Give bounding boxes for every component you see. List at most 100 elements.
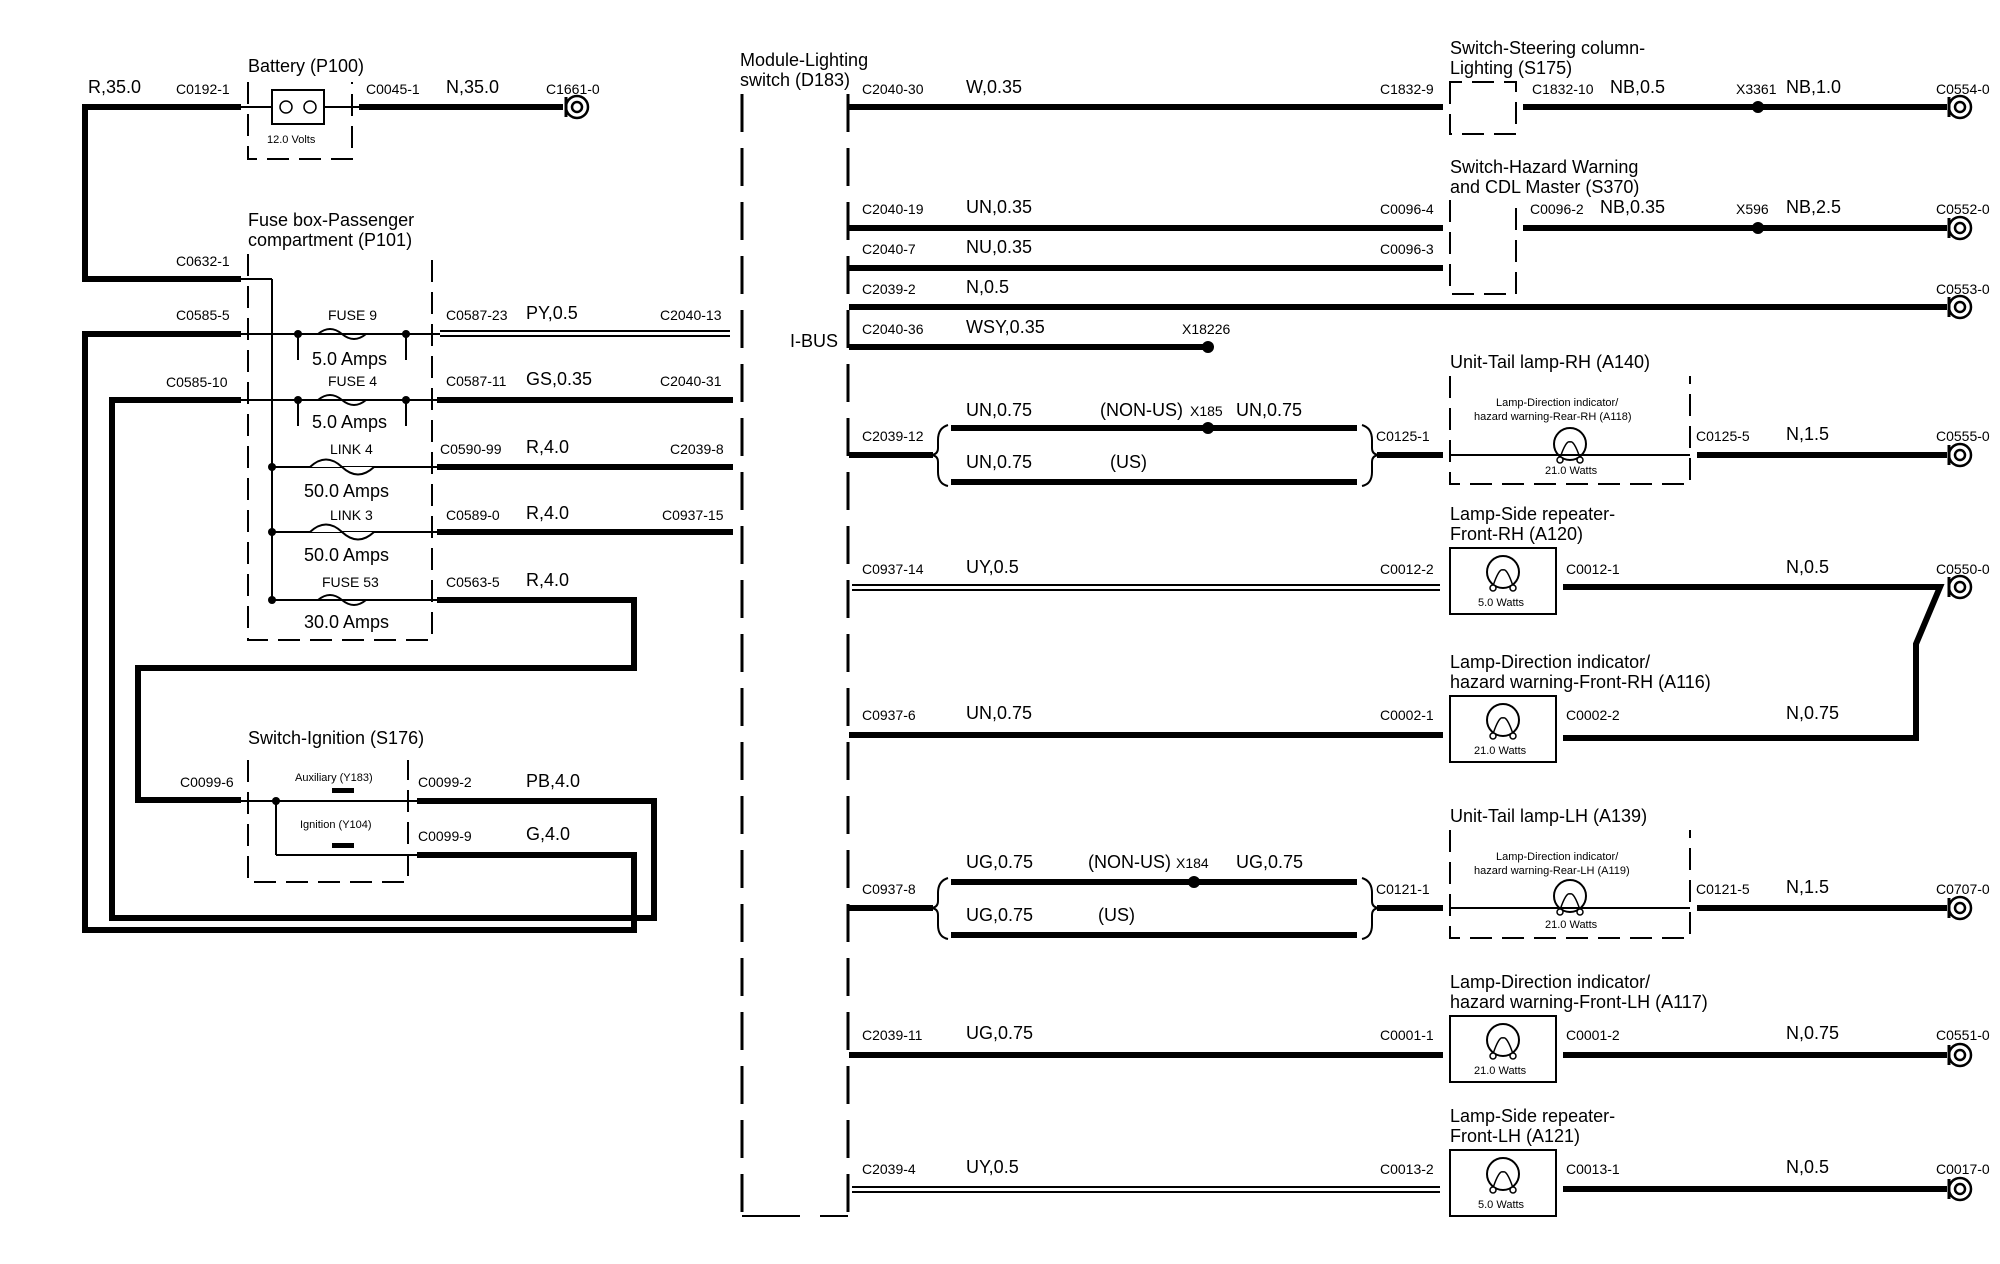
side-rep-lh-name2: Front-LH (A121) — [1450, 1126, 1580, 1146]
splice-dot — [1752, 101, 1764, 113]
battery-terminal-icon — [279, 100, 293, 114]
dir-front-lh-out-wire: N,0.75 — [1786, 1023, 1839, 1043]
tail-rh-out-wire: N,1.5 — [1786, 424, 1829, 444]
fuse-box-input-label: C0585-5 — [176, 307, 230, 323]
ignition-out1-connector: C0099-2 — [418, 774, 472, 790]
side-rep-lh-name1: Lamp-Side repeater- — [1450, 1106, 1615, 1126]
dir-front-rh-name2: hazard warning-Front-RH (A116) — [1450, 672, 1711, 692]
dir-front-rh-section: Lamp-Direction indicator/ hazard warning… — [849, 652, 1839, 763]
side-rep-lh-out-wire: N,0.5 — [1786, 1157, 1829, 1177]
dir-front-lh-section: Lamp-Direction indicator/ hazard warning… — [849, 972, 1990, 1083]
steering-in-conn: C1832-9 — [1380, 81, 1434, 97]
battery-section: R,35.0 C0192-1 Battery (P100) 12.0 Volts… — [82, 56, 600, 282]
link-3-name: LINK 3 — [330, 507, 373, 523]
ignition-out2-connector: C0099-9 — [418, 828, 472, 844]
steering-switch-box — [1449, 81, 1517, 135]
fuse-9-rating: 5.0 Amps — [312, 349, 387, 369]
module-section: Module-Lighting switch (D183) I-BUS — [740, 50, 868, 1217]
tail-rh-wire-b: UN,0.75 — [1236, 400, 1302, 420]
battery-name-label: Battery (P100) — [248, 56, 364, 76]
side-rep-rh-name2: Front-RH (A120) — [1450, 524, 1583, 544]
brace-icon — [929, 877, 949, 940]
tail-rh-splice: X185 — [1190, 403, 1223, 419]
tail-rh-box — [1449, 376, 1691, 485]
splice-dot — [1752, 222, 1764, 234]
dir-front-lh-ground: C0551-0 — [1936, 1027, 1990, 1043]
battery-terminal-icon — [303, 100, 317, 114]
hazard-switch-box — [1449, 200, 1517, 295]
ground-icon — [1947, 574, 1973, 600]
fuse-box-feed-label: C0632-1 — [176, 253, 230, 269]
lamp-icon — [1486, 1023, 1520, 1060]
fuse-symbol-icon — [317, 594, 367, 606]
fuse-9-wire: PY,0.5 — [526, 303, 578, 323]
side-rep-lh-ground: C0017-0 — [1936, 1161, 1990, 1177]
tail-rh-out-conn: C0125-5 — [1696, 428, 1750, 444]
ground-icon — [1947, 215, 1973, 241]
hazard-row4-wire: WSY,0.35 — [966, 317, 1045, 337]
tail-lh-ground: C0707-0 — [1936, 881, 1990, 897]
link-3-rating: 50.0 Amps — [304, 545, 389, 565]
side-rep-rh-module-conn: C0937-14 — [862, 561, 924, 577]
splice-dot — [1202, 341, 1214, 353]
tail-lh-module-conn: C0937-8 — [862, 881, 916, 897]
lamp-icon — [1486, 555, 1520, 592]
tail-rh-wire-a: UN,0.75 — [966, 400, 1032, 420]
battery-outline — [247, 82, 353, 160]
steering-in-wire: W,0.35 — [966, 77, 1022, 97]
fuse-box-outline — [247, 254, 433, 641]
side-rep-rh-ground: C0550-0 — [1936, 561, 1990, 577]
fuse-4-rating: 5.0 Amps — [312, 412, 387, 432]
ignition-return-wire — [82, 331, 637, 933]
fuse-53-name: FUSE 53 — [322, 574, 379, 590]
hazard-splice-wire: NB,2.5 — [1786, 197, 1841, 217]
fusible-link-icon — [309, 523, 375, 541]
ignition-out2-wire: G,4.0 — [526, 824, 570, 844]
ignition-ign-label: Ignition (Y104) — [300, 819, 372, 831]
hazard-row4-module-conn: C2040-36 — [862, 321, 924, 337]
hazard-out-wire: NB,0.35 — [1600, 197, 1665, 217]
ground-icon — [1947, 895, 1973, 921]
link-4-name: LINK 4 — [330, 441, 373, 457]
side-rep-lh-watts: 5.0 Watts — [1478, 1199, 1525, 1211]
side-rep-lh-in-conn: C0013-2 — [1380, 1161, 1434, 1177]
side-rep-rh-name1: Lamp-Side repeater- — [1450, 504, 1615, 524]
hazard-row2-module-conn: C2040-7 — [862, 241, 916, 257]
battery-voltage-label: 12.0 Volts — [267, 134, 316, 146]
hazard-row3-wire: N,0.5 — [966, 277, 1009, 297]
dir-front-rh-watts: 21.0 Watts — [1474, 745, 1527, 757]
tail-rh-name: Unit-Tail lamp-RH (A140) — [1450, 352, 1650, 372]
battery-in-connector-label: C0192-1 — [176, 81, 230, 97]
switch-contact-icon — [332, 843, 354, 848]
fuse-9-out-connector: C0587-23 — [446, 307, 508, 323]
fuse-53-wire: R,4.0 — [526, 570, 569, 590]
tail-lh-us: (US) — [1098, 905, 1135, 925]
tail-lh-box — [1449, 830, 1691, 939]
side-rep-lh-section: Lamp-Side repeater- Front-LH (A121) 5.0 … — [852, 1106, 1990, 1217]
ignition-outline — [247, 760, 409, 883]
steering-out-wire: NB,0.5 — [1610, 77, 1665, 97]
link-4-wire: R,4.0 — [526, 437, 569, 457]
tail-lh-inner2: hazard warning-Rear-LH (A119) — [1474, 865, 1630, 877]
module-name-line1: Module-Lighting — [740, 50, 868, 70]
link-4-dest: C2039-8 — [670, 441, 724, 457]
fuse-4-wire: GS,0.35 — [526, 369, 592, 389]
link-3-out-connector: C0589-0 — [446, 507, 500, 523]
fuse-9-dest: C2040-13 — [660, 307, 722, 323]
dir-front-lh-watts: 21.0 Watts — [1474, 1065, 1527, 1077]
hazard-row3-module-conn: C2039-2 — [862, 281, 916, 297]
steering-module-conn: C2040-30 — [862, 81, 924, 97]
dir-front-rh-out-conn: C0002-2 — [1566, 707, 1620, 723]
fusible-link-icon — [309, 458, 375, 476]
side-rep-rh-in-conn: C0012-2 — [1380, 561, 1434, 577]
tail-lh-out-wire: N,1.5 — [1786, 877, 1829, 897]
steering-splice-wire: NB,1.0 — [1786, 77, 1841, 97]
tail-lh-splice: X184 — [1176, 855, 1209, 871]
hazard-splice: X596 — [1736, 201, 1769, 217]
ignition-section: Switch-Ignition (S176) C0099-6 Auxiliary… — [180, 728, 580, 883]
tail-lh-watts: 21.0 Watts — [1545, 919, 1598, 931]
steering-switch-name2: Lighting (S175) — [1450, 58, 1572, 78]
fuse-4-name: FUSE 4 — [328, 373, 377, 389]
tail-lh-name: Unit-Tail lamp-LH (A139) — [1450, 806, 1647, 826]
